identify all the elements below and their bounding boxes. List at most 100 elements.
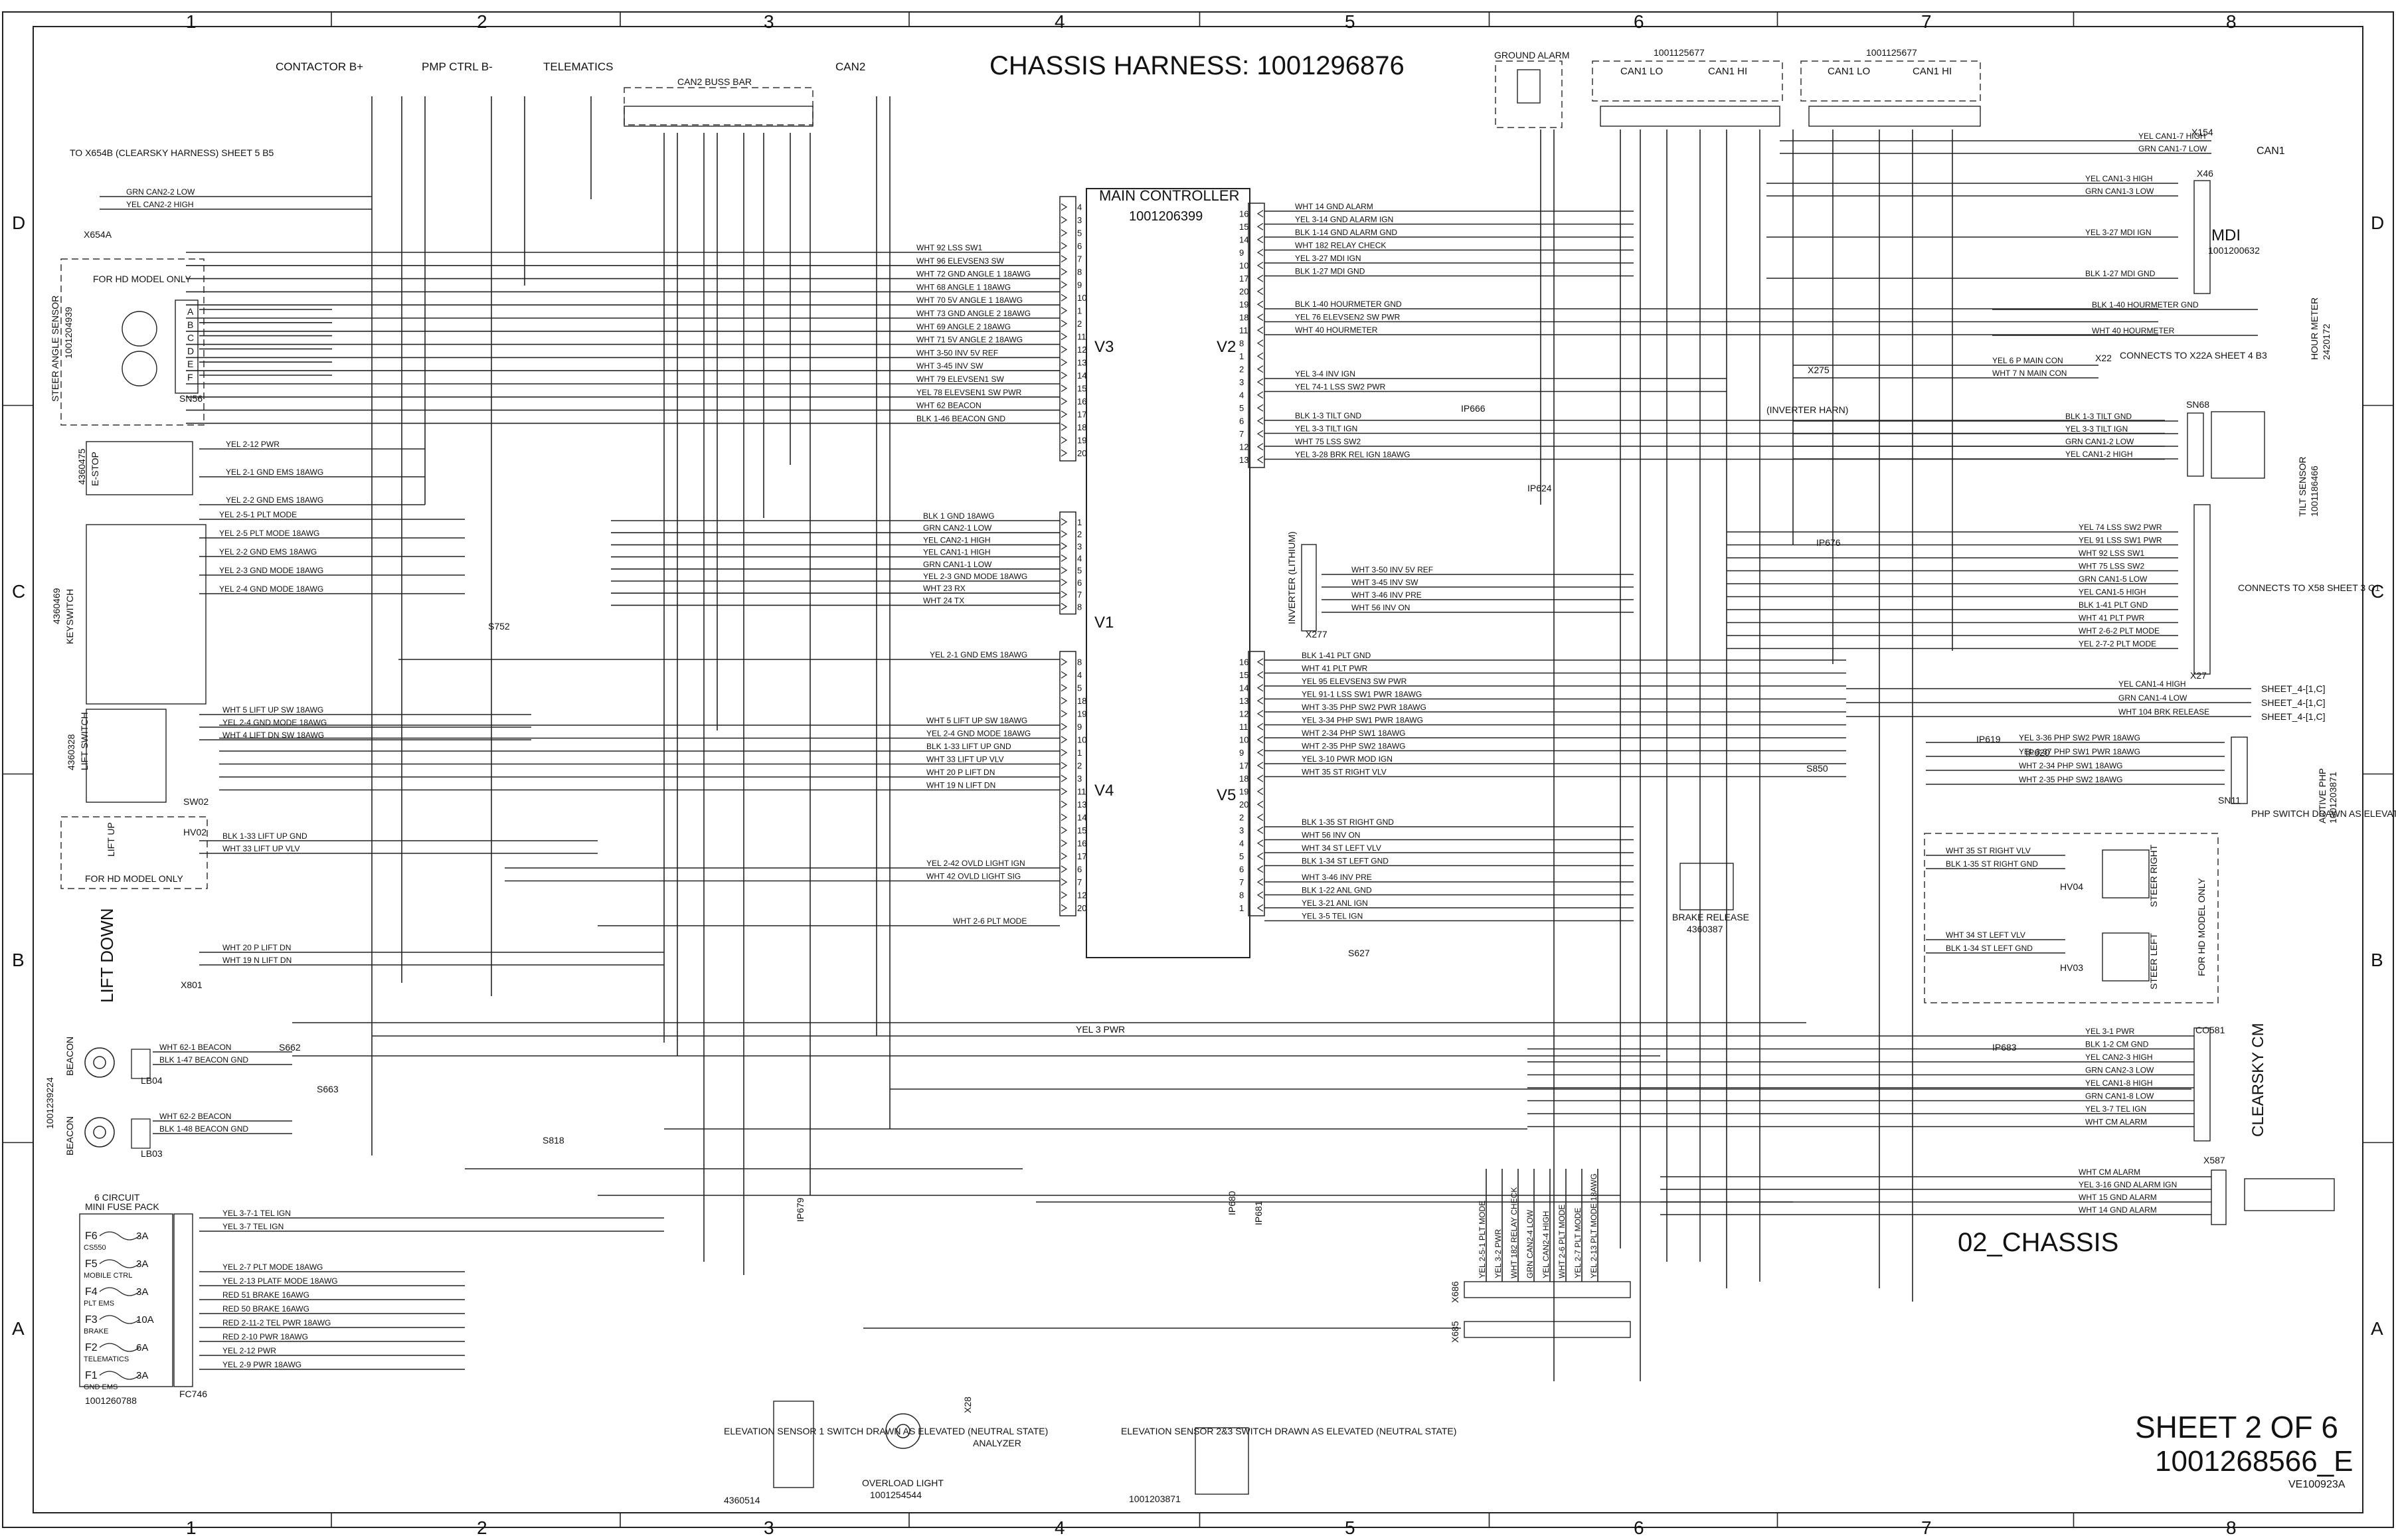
beacon-wire-label: WHT 62-1 BEACON bbox=[159, 1043, 231, 1052]
v1-pin-label: 4 bbox=[1077, 554, 1082, 564]
grid-col-bottom: 7 bbox=[1921, 1517, 1932, 1538]
x58-wire-label: WHT 92 LSS SW1 bbox=[2079, 549, 2144, 558]
telematics-label: TELEMATICS bbox=[543, 60, 613, 73]
fuse-wire-label: YEL 3-7-1 TEL IGN bbox=[222, 1209, 291, 1218]
hour-wire-label: BLK 1-40 HOURMETER GND bbox=[2092, 300, 2199, 309]
clearsky-label: CLEARSKY CM bbox=[2249, 1023, 2267, 1137]
fuse-name: PLT EMS bbox=[84, 1300, 114, 1308]
x22-conn: X22 bbox=[2095, 353, 2112, 363]
v5-pin-label: 6 bbox=[1239, 865, 1244, 875]
v2-pin bbox=[1256, 313, 1264, 321]
grid-col-top: 1 bbox=[186, 11, 197, 32]
v2-pin bbox=[1256, 326, 1264, 334]
v5-pin-label: 4 bbox=[1239, 839, 1244, 849]
v2-pin-label: 3 bbox=[1239, 377, 1244, 387]
fuse-title: 6 CIRCUIT bbox=[94, 1192, 140, 1203]
steer-box bbox=[1924, 833, 2219, 1003]
v4-pin bbox=[1061, 736, 1068, 744]
overload-pn: 1001254544 bbox=[870, 1490, 922, 1500]
angle-pin-label: A bbox=[187, 306, 194, 317]
v4-pin bbox=[1061, 762, 1068, 770]
v2-pin bbox=[1256, 417, 1264, 425]
v4-pin bbox=[1061, 839, 1068, 847]
beacon-lamp bbox=[84, 1047, 115, 1078]
steer-valve-box bbox=[2102, 932, 2150, 982]
sheet-name: 02_CHASSIS bbox=[1958, 1228, 2118, 1257]
splice-label: S663 bbox=[317, 1084, 339, 1094]
v2-wire-label: YEL 74-1 LSS SW2 PWR bbox=[1295, 383, 1386, 392]
grid-row-left: D bbox=[12, 213, 25, 233]
v2-pin bbox=[1256, 300, 1264, 308]
v4-pin-label: 4 bbox=[1077, 670, 1082, 680]
v1-pin bbox=[1061, 518, 1068, 526]
v1-wire-label: YEL CAN1-1 HIGH bbox=[923, 548, 991, 557]
can2-bus-label: CAN2 BUSS BAR bbox=[677, 76, 752, 87]
v5-wire-label: WHT 56 INV ON bbox=[1302, 831, 1360, 840]
v4-pin-label: 16 bbox=[1077, 839, 1086, 849]
v4-pin bbox=[1061, 671, 1068, 679]
v5-wire-label: WHT 2-35 PHP SW2 18AWG bbox=[1302, 742, 1406, 751]
v1-wire-label: WHT 23 RX bbox=[923, 584, 966, 593]
v2-wire-label: YEL 3-14 GND ALARM IGN bbox=[1295, 215, 1393, 224]
v3-pin bbox=[1061, 410, 1068, 418]
v4-pin bbox=[1061, 904, 1068, 912]
php-note: PHP SWITCH DRAWN AS ELEVATED (NEUTRAL ST… bbox=[2251, 808, 2396, 819]
v2-pin-label: 18 bbox=[1239, 313, 1248, 323]
x654a-label: X654A bbox=[84, 229, 112, 240]
v3-pin-label: 9 bbox=[1077, 280, 1082, 290]
v3-pin bbox=[1061, 242, 1068, 250]
steer-wire-label: BLK 1-34 ST LEFT GND bbox=[1946, 944, 2033, 953]
v3-wire-label: WHT 68 ANGLE 1 18AWG bbox=[916, 282, 1011, 292]
grid-col-bottom: 1 bbox=[186, 1517, 197, 1538]
v4-wire-label: YEL 2-4 GND MODE 18AWG bbox=[926, 729, 1031, 738]
x685-conn: X685 bbox=[1450, 1321, 1460, 1343]
x587-connector bbox=[2211, 1169, 2227, 1225]
inverter-connector bbox=[1301, 544, 1317, 632]
angle-conn: SN56 bbox=[179, 393, 203, 404]
clearsky-wire-label: WHT CM ALARM bbox=[2085, 1118, 2147, 1127]
clearsky-wire-label: YEL 3-7 TEL IGN bbox=[2085, 1104, 2146, 1114]
keyswitch-wire-label: YEL 2-2 GND EMS 18AWG bbox=[219, 547, 317, 556]
hour-wire-label: WHT 40 HOURMETER bbox=[2092, 326, 2175, 335]
elev23-pn: 1001203871 bbox=[1129, 1494, 1181, 1504]
liftsw-wire-label: YEL 2-4 GND MODE 18AWG bbox=[222, 718, 327, 727]
steer-left-label: STEER LEFT bbox=[2148, 933, 2159, 989]
liftsw-label: LIFT SWITCH bbox=[79, 712, 90, 770]
v3-pin-label: 14 bbox=[1077, 371, 1086, 381]
angle-box bbox=[60, 258, 205, 426]
inverter-wire-label: WHT 56 INV ON bbox=[1351, 603, 1410, 612]
fuse-id: F4 bbox=[85, 1286, 98, 1298]
v5-pin-label: 13 bbox=[1239, 696, 1248, 706]
v3-pin bbox=[1061, 436, 1068, 444]
liftsw-pn: 4360328 bbox=[66, 734, 76, 770]
v4-pin-label: 10 bbox=[1077, 735, 1086, 745]
x686-wire-label: YEL CAN2-4 HIGH bbox=[1541, 1211, 1551, 1278]
steer-right-label: STEER RIGHT bbox=[2148, 844, 2159, 907]
beacon-connector bbox=[131, 1049, 151, 1079]
conn2-can-lo: CAN1 LO bbox=[1828, 66, 1870, 77]
v5-wire-label: YEL 3-10 PWR MOD IGN bbox=[1302, 754, 1393, 764]
sheet4-ref: SHEET_4-[1,C] bbox=[2261, 711, 2325, 722]
v5-pin-label: 8 bbox=[1239, 891, 1244, 900]
v5-wire-label: WHT 3-46 INV PRE bbox=[1302, 873, 1372, 882]
v5-pin bbox=[1256, 723, 1264, 730]
page-title: CHASSIS HARNESS: 1001296876 bbox=[989, 51, 1405, 80]
v3-pin bbox=[1061, 385, 1068, 392]
v5-pin-label: 20 bbox=[1239, 800, 1248, 810]
splice-label: S752 bbox=[488, 621, 510, 632]
v3-wire-label: BLK 1-46 BEACON GND bbox=[916, 414, 1005, 423]
v3-pin bbox=[1061, 216, 1068, 224]
x686-connector bbox=[1464, 1281, 1631, 1298]
v3-pin bbox=[1061, 294, 1068, 301]
v3-wire-label: WHT 70 5V ANGLE 1 18AWG bbox=[916, 296, 1023, 305]
v3-pin-label: 3 bbox=[1077, 215, 1082, 225]
fuse-symbol bbox=[99, 1231, 140, 1241]
angle-connector bbox=[175, 299, 199, 394]
v5-pin bbox=[1256, 800, 1264, 808]
fuse-id: F2 bbox=[85, 1342, 98, 1353]
analyzer-label: ANALYZER bbox=[973, 1438, 1021, 1448]
v4-pin bbox=[1061, 710, 1068, 718]
v5-pin-label: 15 bbox=[1239, 670, 1248, 680]
